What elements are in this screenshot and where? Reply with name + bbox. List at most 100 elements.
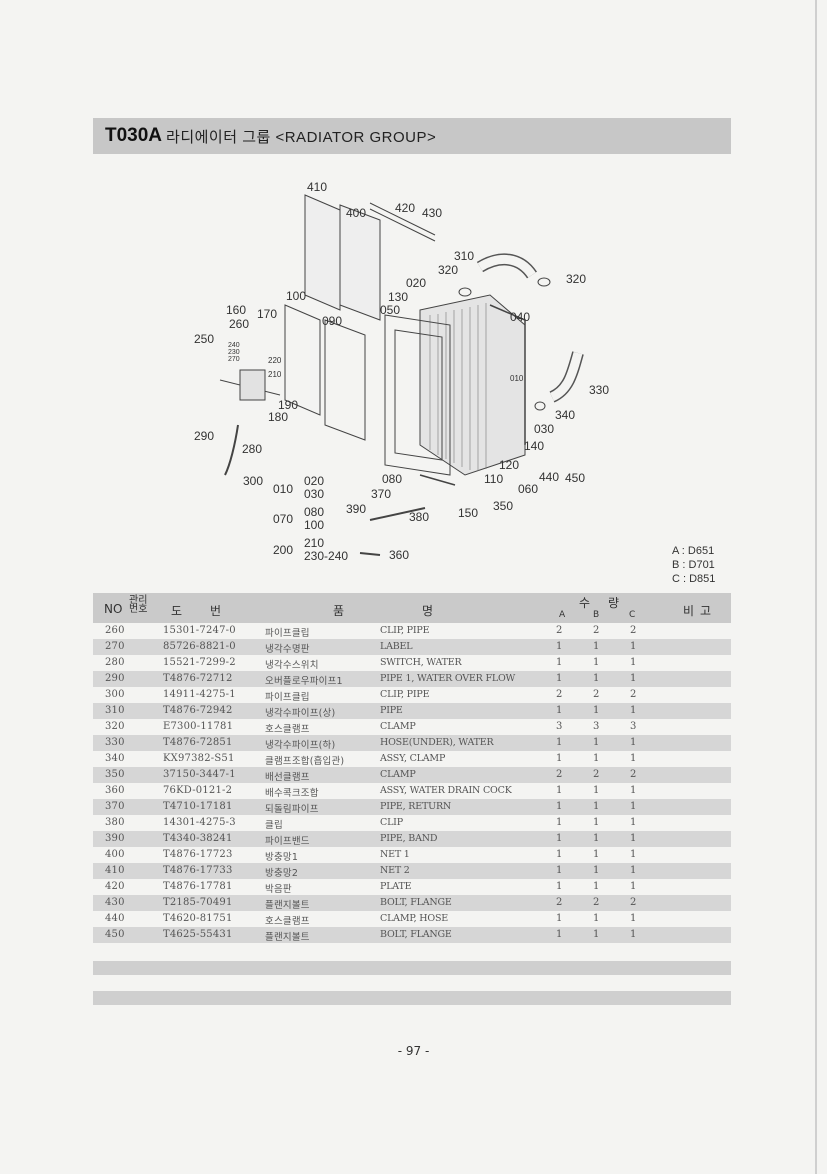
cell-name-kr: 방충망1 <box>265 852 299 863</box>
callout-label: 210 <box>268 370 282 379</box>
cell-no: 370 <box>105 801 125 812</box>
cell-qty-c: 1 <box>630 929 637 940</box>
cell-part-no: 14301-4275-3 <box>163 817 236 828</box>
callout-label: 320 <box>438 263 458 277</box>
cell-name-kr: 배선클램프 <box>265 772 310 783</box>
callout-label: 360 <box>389 548 409 562</box>
cell-part-no: T4876-17733 <box>163 865 233 876</box>
header-name: 품명 <box>333 604 512 618</box>
cell-qty-b: 1 <box>593 657 600 668</box>
cell-name-kr: 호스클램프 <box>265 916 310 927</box>
callout-label: 410 <box>307 180 327 194</box>
header-qty-b: B <box>593 610 600 620</box>
callout-label: 370 <box>371 487 391 501</box>
cell-no: 440 <box>105 913 125 924</box>
cell-no: 450 <box>105 929 125 940</box>
cell-no: 260 <box>105 625 125 636</box>
header-ref: 관리번호 <box>129 595 148 615</box>
callout-label: 120 <box>499 458 519 472</box>
cell-part-no: 15301-7247-0 <box>163 625 236 636</box>
cell-qty-b: 3 <box>593 721 600 732</box>
cell-no: 330 <box>105 737 125 748</box>
callout-label: 130 <box>388 290 408 304</box>
cell-name-kr: 클램프조합(흡입관) <box>265 756 345 767</box>
cell-part-no: T2185-70491 <box>163 897 233 908</box>
cell-qty-c: 2 <box>630 689 637 700</box>
cell-name-kr: 파이프클립 <box>265 692 310 703</box>
callout-label: 080 <box>382 472 402 486</box>
cell-qty-c: 1 <box>630 737 637 748</box>
cell-qty-b: 1 <box>593 913 600 924</box>
cell-qty-b: 1 <box>593 817 600 828</box>
cell-part-no: T4876-72712 <box>163 673 233 684</box>
table-row: 290 T4876-72712 오버플로우파이프1 PIPE 1, WATER OVE… <box>93 671 731 687</box>
cell-name-en: CLAMP <box>380 769 416 780</box>
callout-label: 200 <box>273 543 293 557</box>
callout-label: 150 <box>458 506 478 520</box>
cell-part-no: T4876-17781 <box>163 881 233 892</box>
cell-qty-c: 1 <box>630 881 637 892</box>
cell-part-no: T4340-38241 <box>163 833 233 844</box>
cell-qty-a: 1 <box>556 849 563 860</box>
cell-part-no: 14911-4275-1 <box>163 689 236 700</box>
cell-qty-c: 1 <box>630 673 637 684</box>
cell-qty-c: 1 <box>630 801 637 812</box>
cell-qty-a: 1 <box>556 881 563 892</box>
cell-qty-a: 1 <box>556 865 563 876</box>
page-edge <box>815 0 817 1174</box>
cell-qty-a: 1 <box>556 817 563 828</box>
legend-item: A : D651 <box>672 545 715 557</box>
header-qty-c: C <box>629 610 636 620</box>
cell-name-en: PIPE 1, WATER OVER FLOW <box>380 673 516 684</box>
header-no: NO <box>104 602 123 616</box>
cell-name-en: BOLT, FLANGE <box>380 897 452 908</box>
callout-label: 280 <box>242 442 262 456</box>
cell-qty-a: 1 <box>556 641 563 652</box>
cell-name-kr: 호스클램프 <box>265 724 310 735</box>
callout-label: 090 <box>322 314 342 328</box>
diagram-drawing <box>219 194 584 556</box>
cell-no: 430 <box>105 897 125 908</box>
cell-part-no: T4876-17723 <box>163 849 233 860</box>
callout-label: 040 <box>510 310 530 324</box>
cell-name-en: BOLT, FLANGE <box>380 929 452 940</box>
cell-no: 290 <box>105 673 125 684</box>
cell-qty-a: 1 <box>556 913 563 924</box>
cell-name-kr: 플랜지볼트 <box>265 900 310 911</box>
cell-qty-a: 1 <box>556 657 563 668</box>
callout-label: 340 <box>555 408 575 422</box>
cell-qty-a: 1 <box>556 737 563 748</box>
cell-qty-c: 1 <box>630 913 637 924</box>
cell-no: 340 <box>105 753 125 764</box>
callout-labels: 410 400 420 430 310 320 320 020 130 050 … <box>194 180 609 563</box>
cell-no: 300 <box>105 689 125 700</box>
cell-name-en: CLIP, PIPE <box>380 689 430 700</box>
cell-qty-a: 2 <box>556 625 563 636</box>
cell-name-en: SWITCH, WATER <box>380 657 462 668</box>
cell-no: 270 <box>105 641 125 652</box>
cell-qty-b: 1 <box>593 801 600 812</box>
cell-part-no: T4620-81751 <box>163 913 233 924</box>
exploded-parts-diagram: 410 400 420 430 310 320 320 020 130 050 … <box>194 180 609 563</box>
cell-name-en: NET 1 <box>380 849 410 860</box>
legend-item: B : D701 <box>672 559 715 571</box>
cell-name-kr: 오버플로우파이프1 <box>265 676 343 687</box>
cell-part-no: KX97382-S51 <box>163 753 235 764</box>
callout-label: 020 <box>304 474 324 488</box>
cell-qty-c: 2 <box>630 769 637 780</box>
callout-label: 110 <box>484 472 503 486</box>
cell-name-kr: 되돌림파이프 <box>265 804 319 815</box>
cell-qty-b: 1 <box>593 737 600 748</box>
cell-qty-c: 1 <box>630 785 637 796</box>
header-part-no: 도번 <box>171 604 250 618</box>
callout-label: 440 <box>539 470 559 484</box>
legend-item: C : D851 <box>672 573 716 585</box>
cell-no: 320 <box>105 721 125 732</box>
cell-part-no: T4876-72942 <box>163 705 233 716</box>
cell-name-kr: 배수콕크조합 <box>265 788 319 799</box>
